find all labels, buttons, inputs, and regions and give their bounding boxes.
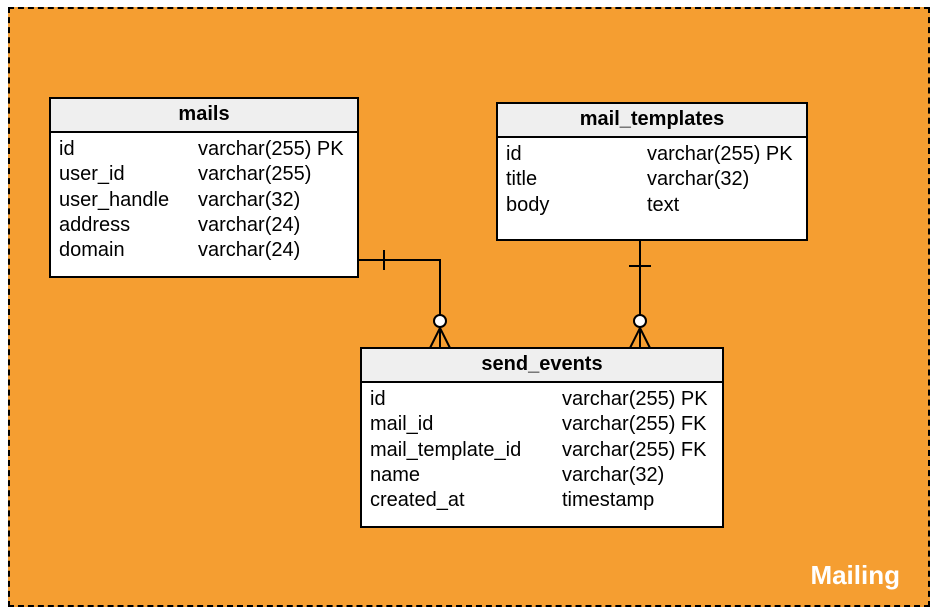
column-type: varchar(255) PK [562, 388, 708, 410]
column-type: text [647, 193, 680, 216]
zero-mark [433, 314, 447, 328]
group-label: Mailing [810, 560, 900, 590]
connector-templates-send-events [629, 240, 651, 349]
crowfoot-right [639, 327, 651, 349]
column-name: domain [59, 239, 125, 262]
column-name: id [370, 388, 386, 410]
column-name: mail_template_id [370, 438, 522, 461]
column-type: varchar(24) [198, 239, 301, 262]
entity-send-events[interactable]: send_events id varchar(255) PK mail_id v… [360, 347, 724, 528]
column-name: address [59, 213, 131, 236]
crowfoot-left [429, 327, 441, 349]
column-type: varchar(24) [198, 213, 301, 236]
column-name: title [506, 168, 538, 191]
column-type: varchar(255) FK [562, 413, 707, 436]
column-type: varchar(32) [198, 188, 301, 211]
column-row: mail_template_id varchar(255) FK [370, 438, 722, 463]
column-row: id varchar(255) PK [59, 137, 357, 162]
column-row: user_id varchar(255) [59, 162, 357, 187]
column-name: id [59, 138, 75, 160]
zero-mark [633, 314, 647, 328]
entity-title: send_events [362, 349, 722, 383]
column-type: varchar(255) PK [198, 138, 344, 160]
column-name: mail_id [370, 413, 434, 436]
entity-mails[interactable]: mails id varchar(255) PK user_id varchar… [49, 97, 359, 278]
column-row: body text [506, 193, 806, 218]
column-row: address varchar(24) [59, 213, 357, 238]
column-name: user_id [59, 163, 125, 186]
column-name: user_handle [59, 188, 170, 211]
crowfoot-right [439, 327, 451, 349]
entity-mail-templates[interactable]: mail_templates id varchar(255) PK title … [496, 102, 808, 241]
column-row: user_handle varchar(32) [59, 188, 357, 213]
column-name: created_at [370, 489, 465, 512]
crowfoot-left [629, 327, 641, 349]
column-type: timestamp [562, 489, 655, 512]
column-row: domain varchar(24) [59, 238, 357, 263]
column-name: name [370, 463, 421, 486]
column-row: created_at timestamp [370, 488, 722, 513]
column-type: varchar(32) [647, 168, 750, 191]
column-row: name varchar(32) [370, 463, 722, 488]
column-name: id [506, 143, 522, 165]
entity-title: mail_templates [498, 104, 806, 138]
column-type: varchar(32) [562, 463, 665, 486]
column-row: id varchar(255) PK [370, 387, 722, 412]
column-row: id varchar(255) PK [506, 142, 806, 167]
connector-mails-send-events [358, 250, 451, 349]
column-row: mail_id varchar(255) FK [370, 412, 722, 437]
column-type: varchar(255) PK [647, 143, 793, 165]
entity-title: mails [51, 99, 357, 133]
column-type: varchar(255) [198, 163, 312, 186]
column-name: body [506, 193, 550, 216]
column-type: varchar(255) FK [562, 438, 707, 461]
column-row: title varchar(32) [506, 167, 806, 192]
